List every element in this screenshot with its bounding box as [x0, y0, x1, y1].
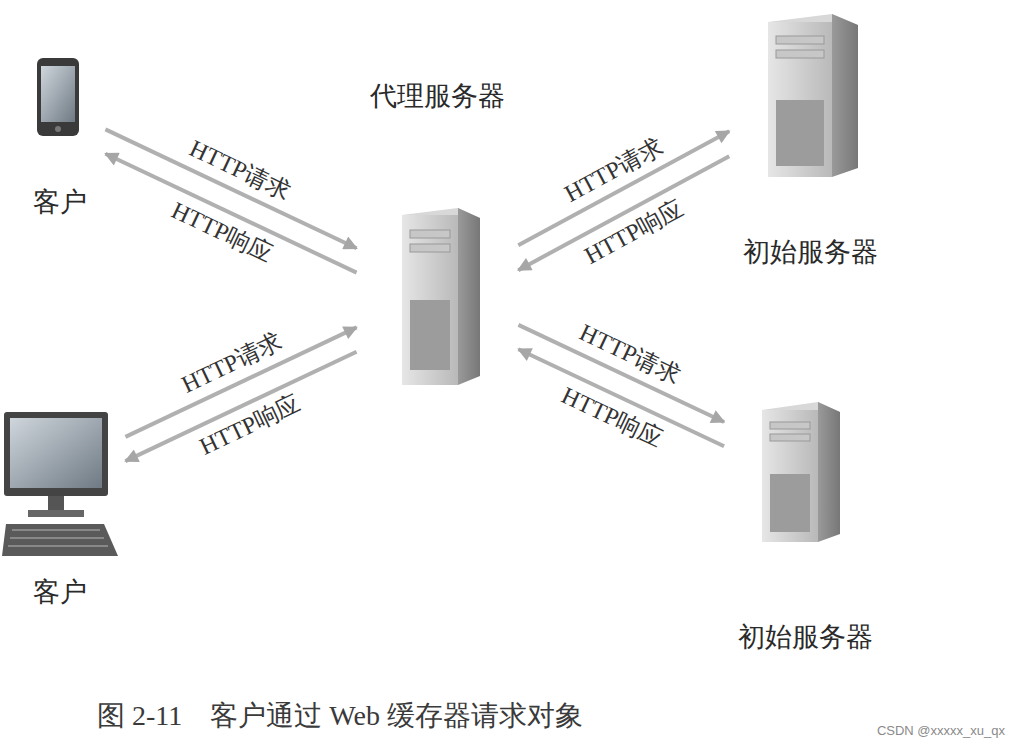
- phone-icon: [37, 58, 79, 136]
- device-node: 客户: [0, 400, 120, 610]
- edge-label: HTTP响应: [580, 194, 688, 269]
- node-label: 代理服务器: [370, 80, 505, 114]
- edge-label: HTTP请求: [186, 135, 295, 205]
- edge-label: HTTP响应: [196, 390, 305, 460]
- edge-label: HTTP请求: [576, 319, 685, 389]
- edge-label: HTTP响应: [168, 197, 277, 267]
- edge-label: HTTP请求: [560, 132, 668, 207]
- device-node: 初始服务器: [730, 395, 881, 655]
- desktop-icon: [2, 412, 118, 556]
- proxy-server-icon: [402, 208, 480, 385]
- node-label: 初始服务器: [738, 621, 873, 655]
- edge-label: HTTP响应: [558, 382, 667, 452]
- device-node: 客户: [20, 50, 100, 220]
- edge-label: HTTP请求: [178, 328, 287, 398]
- node-label: 客户: [33, 576, 87, 610]
- origin-server-icon: [768, 14, 858, 177]
- origin-server-icon: [762, 402, 840, 542]
- node-label: 初始服务器: [743, 236, 878, 270]
- figure-caption: 图 2-11 客户通过 Web 缓存器请求对象: [40, 697, 640, 735]
- node-label: 客户: [33, 186, 87, 220]
- device-node: 初始服务器: [735, 10, 886, 270]
- device-node: 代理服务器: [362, 80, 513, 390]
- watermark: CSDN @xxxxx_xu_qx: [877, 723, 1005, 738]
